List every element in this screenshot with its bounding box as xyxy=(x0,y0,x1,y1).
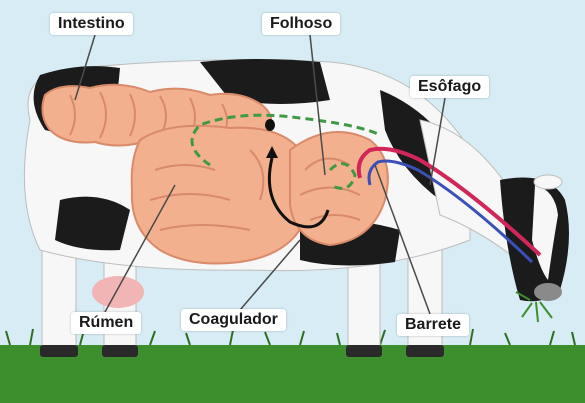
udder xyxy=(92,276,144,308)
label-coagulador: Coagulador xyxy=(181,309,286,331)
label-intestino: Intestino xyxy=(50,13,133,35)
pointer-lines xyxy=(74,34,446,315)
label-rumen: Rúmen xyxy=(71,312,142,334)
rumen-folds xyxy=(149,149,265,231)
coagulador-arrow xyxy=(267,157,330,229)
label-folhoso: Folhoso xyxy=(262,13,341,35)
esophagus-blue xyxy=(367,159,534,264)
intestine-entry-dot xyxy=(265,119,275,131)
label-barrete: Barrete xyxy=(397,314,470,336)
cow-ear xyxy=(533,174,563,190)
grass-in-mouth xyxy=(515,291,553,323)
cow-muzzle xyxy=(534,283,562,301)
cow-hooves xyxy=(40,345,444,357)
esophagus-red xyxy=(356,146,542,257)
intestine-folds xyxy=(69,91,228,139)
coagulador-arrowhead xyxy=(266,146,278,158)
grass-blades xyxy=(5,328,576,346)
label-esofago: Esôfago xyxy=(410,76,490,98)
grass-ground xyxy=(0,345,585,403)
flow-arrow-path xyxy=(190,113,381,190)
rumen-shape xyxy=(130,124,312,265)
